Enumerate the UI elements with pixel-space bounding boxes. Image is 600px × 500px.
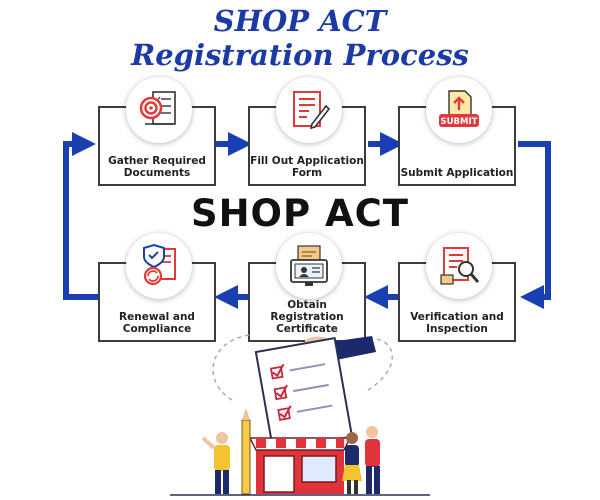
- person-right-2: [365, 426, 380, 494]
- checklist-clipboard: [254, 336, 354, 452]
- arrow-step6-to-step1: [63, 132, 98, 300]
- center-title: SHOP ACT: [190, 192, 410, 235]
- step-label: Verification and Inspection: [410, 311, 504, 335]
- title-line-2: Registration Process: [131, 38, 469, 72]
- person-right-1: [342, 432, 362, 494]
- magnifier-clipboard-icon: [426, 233, 492, 299]
- step-renewal-compliance: Renewal and Compliance: [98, 262, 216, 342]
- storefront: [248, 437, 352, 494]
- step-label: Fill Out Application Form: [250, 155, 364, 179]
- person-left: [201, 432, 230, 494]
- step-label: Obtain Registration Certificate: [270, 299, 344, 335]
- step-label: Submit Application: [400, 167, 514, 179]
- title-line-1: SHOP ACT: [213, 4, 387, 38]
- submit-badge-text: SUBMIT: [441, 117, 478, 127]
- submit-document-icon: SUBMIT: [426, 77, 492, 143]
- shield-renewal-icon: [126, 233, 192, 299]
- certificate-monitor-icon: [276, 233, 342, 299]
- step-label: Renewal and Compliance: [119, 311, 195, 335]
- form-pen-icon: [276, 77, 342, 143]
- arrow-step3-to-step4: [518, 141, 551, 309]
- target-checklist-icon: [126, 77, 192, 143]
- step-label: Gather Required Documents: [108, 155, 206, 179]
